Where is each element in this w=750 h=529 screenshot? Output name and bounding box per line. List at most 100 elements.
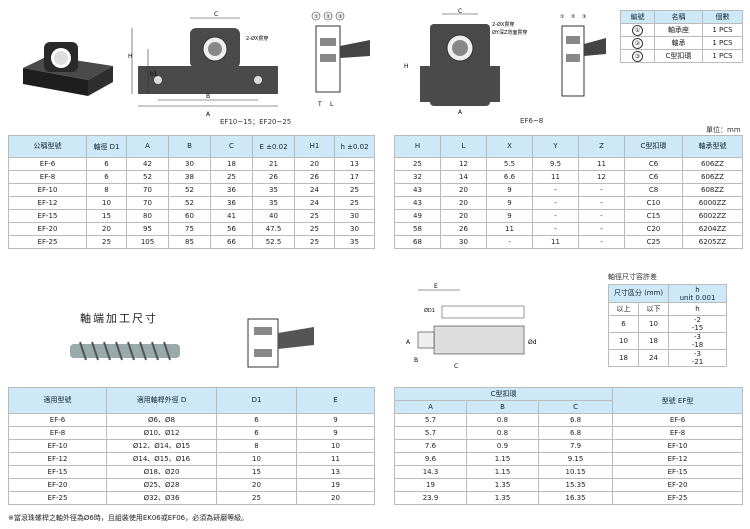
shaft-header: 適用型號	[8, 387, 107, 414]
parts-row: ① 軸承座 1 PCS	[620, 23, 743, 37]
spec2-cell: 9	[486, 209, 533, 223]
tol-values: -3-18	[668, 332, 728, 350]
spec2-cell: 6002ZZ	[682, 209, 743, 223]
spec-cell: 75	[168, 222, 211, 236]
tol-from: 6	[608, 315, 639, 333]
spec2-cell: 12	[578, 170, 625, 184]
spec-cell: 15	[86, 209, 127, 223]
footnote: ※當滾珠螺桿之軸外徑為Ø6時，且組裝使用EK06或EF06，必須為研磨等級。	[8, 514, 249, 522]
spec-cell: 56	[210, 222, 253, 236]
spec2-header: Y	[532, 135, 579, 158]
spec-header: E ±0.02	[252, 135, 295, 158]
part-number: ③	[632, 50, 643, 62]
shaft-cell: Ø6、Ø8	[106, 413, 217, 427]
ball-screw-image	[70, 341, 180, 361]
ring-cell: 9.6	[394, 452, 467, 466]
tol-to: 18	[637, 332, 670, 350]
spec-cell: 25	[210, 170, 253, 184]
spec-cell: 80	[126, 209, 169, 223]
shaft-cell: 6	[216, 413, 297, 427]
shaft-cell: EF-10	[8, 439, 107, 453]
shaft-cell: Ø10、Ø12	[106, 426, 217, 440]
spec-cell: 13	[334, 157, 375, 171]
spec2-cell: -	[578, 235, 625, 249]
shaft-cell: EF-25	[8, 491, 107, 505]
spec2-cell: 26	[440, 222, 487, 236]
spec2-cell: C8	[624, 183, 683, 197]
shaft-cell: EF-6	[8, 413, 107, 427]
part-name: 軸承	[654, 36, 703, 50]
shaft-cell: 6	[216, 426, 297, 440]
spec2-cell: -	[532, 183, 579, 197]
spec2-cell: C6	[624, 157, 683, 171]
ring-cell: 7.9	[537, 439, 614, 453]
spec-cell: 25	[294, 235, 335, 249]
tol-from: 10	[608, 332, 639, 350]
spec2-header: C型扣環	[624, 135, 683, 158]
ring-sub-header: A	[394, 400, 467, 414]
callout-3: ③	[338, 14, 342, 20]
spec2-cell: 14	[440, 170, 487, 184]
spec2-cell: 11	[532, 170, 579, 184]
tol-range-header: 尺寸區分 (mm)	[607, 284, 670, 303]
shaft-cell: 8	[216, 439, 297, 453]
spec2-cell: -	[578, 183, 625, 197]
spec2-cell: 6204ZZ	[682, 222, 743, 236]
ring-cell: 0.8	[466, 426, 539, 440]
spec-cell: 35	[252, 196, 295, 210]
spec-table: 公稱型號 軸徑 D1 A B C E ±0.02 H1 h ±0.02 EF-6…	[8, 135, 375, 249]
spec-cell: 25	[334, 183, 375, 197]
shaft-cell: 20	[296, 491, 375, 505]
part-number: ①	[632, 24, 643, 36]
tol-upper: -3	[694, 350, 701, 359]
dim-h1-label: h1	[150, 71, 158, 78]
shaft-cell: Ø32、Ø36	[106, 491, 217, 505]
spec-cell: 35	[252, 183, 295, 197]
shaft-cell: 15	[216, 465, 297, 479]
spec-cell: 70	[126, 196, 169, 210]
ring-cell: EF-12	[612, 452, 744, 466]
ef6-bore-label: ØY深Z背面貫穿	[492, 29, 527, 36]
spec-cell: 105	[126, 235, 169, 249]
ring-cell: EF-6	[612, 413, 744, 427]
spec-cell: 85	[168, 235, 211, 249]
spec2-cell: 20	[440, 196, 487, 210]
ring-cell: EF-8	[612, 426, 744, 440]
spec-cell: 30	[334, 209, 375, 223]
tol-to: 24	[637, 349, 670, 367]
spec-cell: EF-12	[8, 196, 87, 210]
callout-1: ①	[314, 14, 319, 20]
spec-header: 公稱型號	[8, 135, 87, 158]
spec-cell: 17	[334, 170, 375, 184]
parts-row: ② 軸承 1 PCS	[620, 36, 743, 50]
parts-row: ③ C型扣環 1 PCS	[620, 49, 743, 63]
spec-cell: 6	[86, 157, 127, 171]
ring-cell: EF-15	[612, 465, 744, 479]
spec2-cell: 6.6	[486, 170, 533, 184]
spec2-cell: -	[578, 222, 625, 236]
shaft-section-view	[247, 318, 314, 368]
part-qty: 1 PCS	[702, 23, 743, 37]
spec2-cell: 9.5	[532, 157, 579, 171]
shaft-cell: 9	[296, 426, 375, 440]
shaft-cell: Ø18、Ø20	[106, 465, 217, 479]
parts-header: 個數	[702, 10, 743, 24]
spec-cell: 35	[334, 235, 375, 249]
spec2-cell: -	[532, 209, 579, 223]
spec2-cell: C6	[624, 170, 683, 184]
tol-below-header: 以下	[637, 302, 670, 316]
spec2-cell: 30	[440, 235, 487, 249]
tol-to: 10	[637, 315, 670, 333]
tol-upper: -3	[694, 333, 701, 342]
